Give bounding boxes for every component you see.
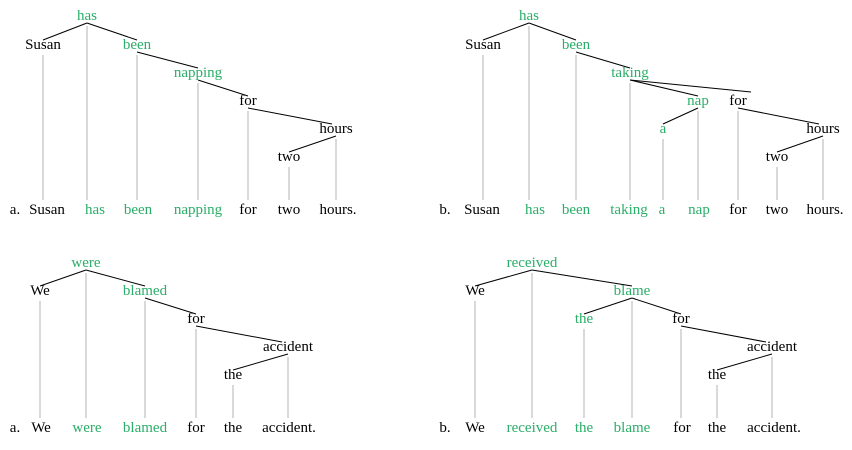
sentence-word: for: [673, 420, 691, 436]
dependency-edge: [86, 22, 138, 41]
sentence-word: been: [123, 202, 153, 218]
tree-node-word: two: [765, 149, 789, 165]
tree-node-word: the: [707, 367, 727, 383]
tree-node-word: Susan: [25, 37, 61, 53]
tree-node-word: blamed: [122, 283, 168, 299]
tree-node-word: for: [672, 311, 690, 327]
sentence-word: for: [729, 202, 747, 218]
dependency-edge: [631, 297, 682, 315]
tree-node-word: a: [659, 121, 667, 137]
sentence-word: a: [658, 202, 666, 218]
sentence-word: for: [187, 420, 205, 436]
tree-node-word: taking: [611, 65, 649, 81]
tree-node-word: Susan: [465, 37, 501, 53]
sentence-item-label: b.: [439, 202, 451, 218]
dependency-edge: [531, 269, 633, 287]
dependency-edge: [629, 79, 699, 97]
sentence-word: nap: [688, 202, 710, 218]
dependency-edge: [575, 51, 631, 69]
dependency-edge: [39, 269, 87, 287]
dependency-edge: [528, 22, 577, 41]
tree-node-word: the: [574, 311, 594, 327]
dependency-edge: [42, 22, 88, 41]
sentence-word: hours.: [806, 202, 844, 218]
tree-node-word: hours: [319, 121, 353, 137]
sentence-word: received: [506, 420, 558, 436]
dependency-edge: [247, 107, 333, 125]
sentence-word: were: [72, 420, 102, 436]
dependency-edge: [680, 325, 767, 343]
sentence-word: for: [239, 202, 257, 218]
dependency-edge: [195, 325, 283, 343]
sentence-word: accident.: [747, 420, 801, 436]
dependency-edge: [776, 135, 824, 153]
sentence-item-label: a.: [9, 202, 21, 218]
tree-node-word: been: [122, 37, 152, 53]
sentence-word: blame: [613, 420, 651, 436]
dependency-edge: [737, 107, 820, 125]
dependency-edge: [288, 135, 337, 153]
sentence-word: two: [277, 202, 301, 218]
dependency-edge: [136, 51, 199, 69]
tree-node-word: accident: [747, 339, 797, 355]
dependency-edge: [662, 107, 699, 125]
tree-node-word: for: [729, 93, 747, 109]
tree-node-word: for: [187, 311, 205, 327]
sentence-word: two: [765, 202, 789, 218]
sentence-word: has: [85, 202, 105, 218]
sentence-word: taking: [610, 202, 648, 218]
sentence-word: Susan: [464, 202, 500, 218]
tree-node-word: We: [465, 283, 485, 299]
tree-node-word: We: [30, 283, 50, 299]
sentence-word: accident.: [262, 420, 316, 436]
sentence-word: We: [31, 420, 51, 436]
dependency-edge: [232, 353, 289, 371]
sentence-word: We: [465, 420, 485, 436]
dependency-edge: [716, 353, 773, 371]
tree-node-word: been: [561, 37, 591, 53]
sentence-word: been: [561, 202, 591, 218]
sentence-item-label: b.: [439, 420, 451, 436]
tree-node-word: were: [71, 255, 101, 271]
tree-node-word: for: [239, 93, 257, 109]
tree-node-word: two: [277, 149, 301, 165]
tree-node-word: accident: [263, 339, 313, 355]
dependency-edge: [474, 269, 533, 287]
dependency-edge: [197, 79, 249, 97]
tree-node-word: has: [77, 8, 97, 24]
dependency-edge: [144, 297, 197, 315]
tree-node-word: the: [223, 367, 243, 383]
tree-node-word: napping: [173, 65, 223, 81]
dependency-edge: [85, 269, 146, 287]
sentence-word: napping: [173, 202, 223, 218]
tree-node-word: blame: [613, 283, 651, 299]
dependency-edge: [482, 22, 530, 41]
sentence-word: the: [574, 420, 594, 436]
tree-node-word: received: [506, 255, 558, 271]
sentence-word: has: [525, 202, 545, 218]
dependency-edge: [629, 79, 752, 93]
tree-node-word: nap: [687, 93, 709, 109]
sentence-word: the: [223, 420, 243, 436]
sentence-word: Susan: [29, 202, 65, 218]
sentence-item-label: a.: [9, 420, 21, 436]
sentence-word: hours.: [319, 202, 357, 218]
sentence-word: the: [707, 420, 727, 436]
tree-node-word: has: [519, 8, 539, 24]
dependency-edge: [583, 297, 633, 315]
sentence-word: blamed: [122, 420, 168, 436]
tree-node-word: hours: [806, 121, 840, 137]
